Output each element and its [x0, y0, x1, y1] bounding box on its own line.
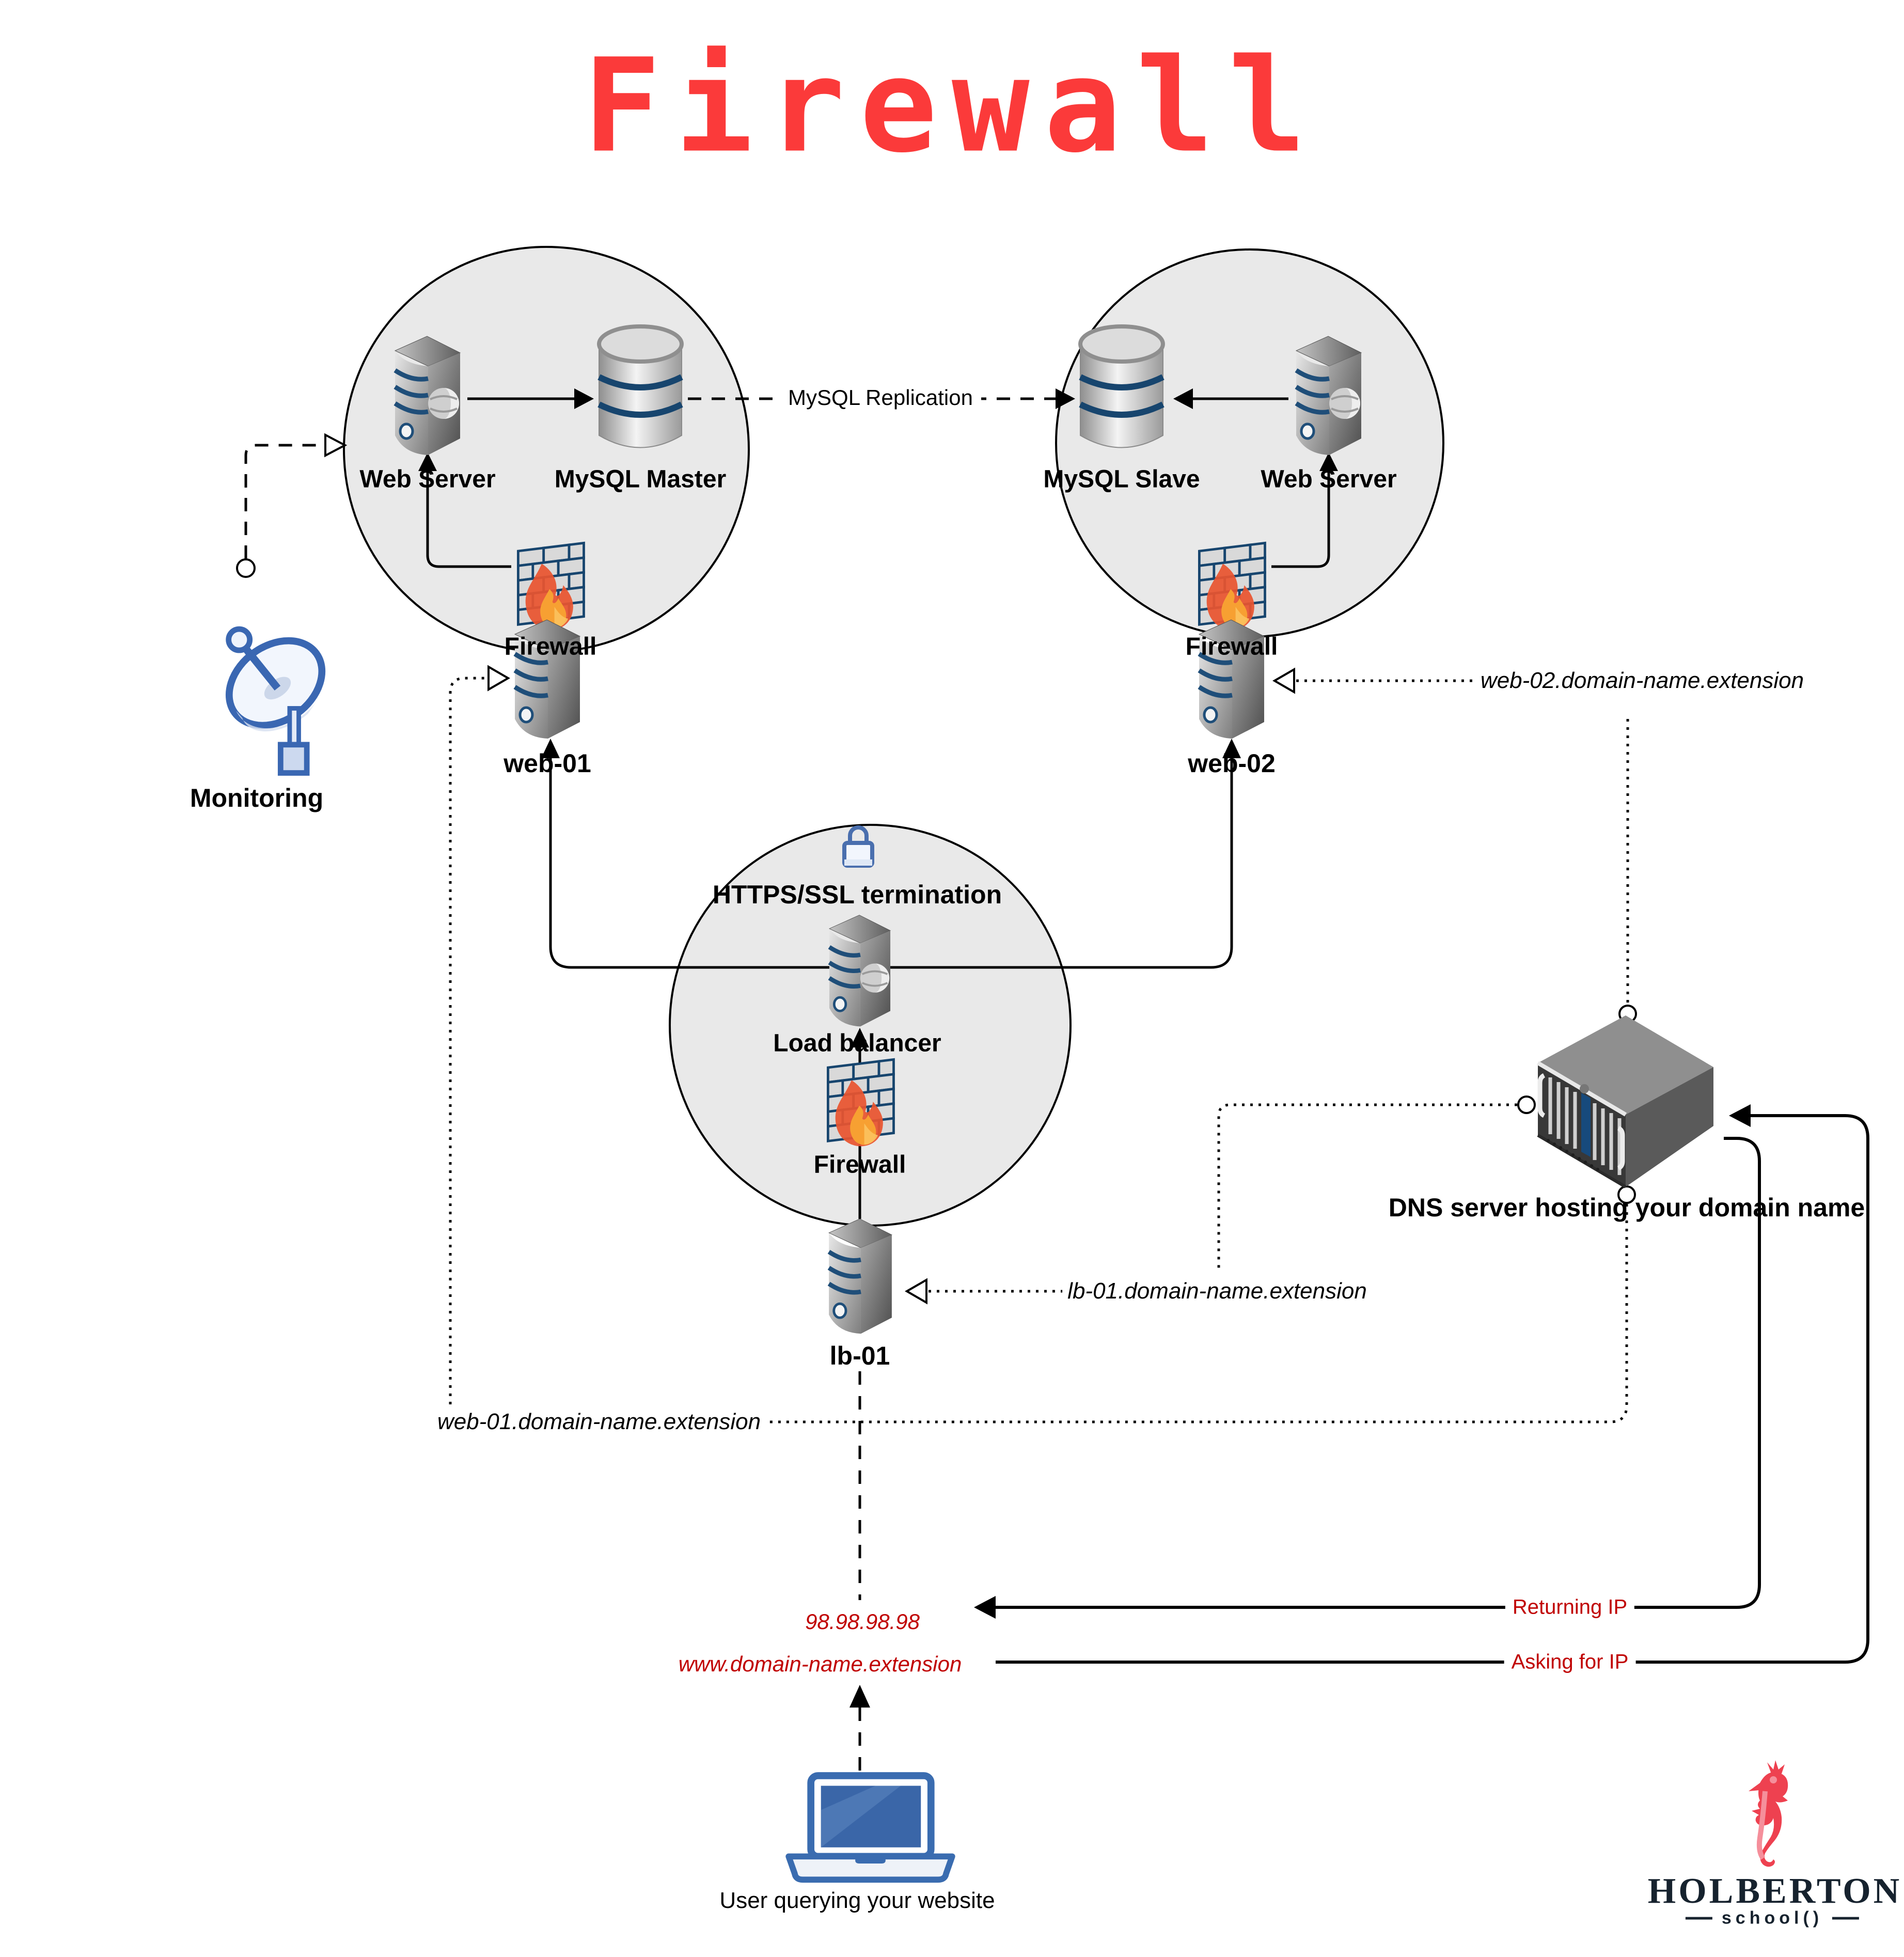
dns-rack-server-icon [1538, 1015, 1713, 1187]
mysql-master-label: MySQL Master [554, 465, 727, 493]
web2-web-server-label: Web Server [1261, 465, 1397, 493]
load-balancer-server-icon [829, 915, 890, 1027]
asking-ip-label: Asking for IP [1504, 1649, 1636, 1675]
resolved-ip-label: 98.98.98.98 [801, 1609, 924, 1634]
lb01-host-label: lb-01 [829, 1341, 890, 1370]
user-caption: User querying your website [719, 1888, 995, 1913]
load-balancer-label: Load balancer [773, 1029, 941, 1057]
web02-host-label: web-02 [1188, 749, 1276, 778]
holberton-logo-sub: school() [1685, 1908, 1860, 1929]
monitoring-label: Monitoring [190, 784, 324, 812]
link-lb-to-web01 [541, 739, 832, 969]
web1-firewall-label: Firewall [504, 633, 597, 661]
firewall-icon-right [1199, 543, 1265, 630]
link-returning-ip [974, 1137, 1761, 1619]
link-record-web01 [449, 665, 1636, 1423]
link-record-web02 [1272, 667, 1637, 1023]
dns-server-label: DNS server hosting your domain name [1388, 1193, 1865, 1222]
web1-web-server-label: Web Server [359, 465, 496, 493]
link-lb-to-web02 [887, 739, 1241, 969]
link-webserver-to-slave [1173, 388, 1288, 409]
firewall-icon-left [518, 543, 584, 630]
web01-host-label: web-01 [503, 749, 591, 778]
link-record-lb01 [905, 1095, 1536, 1305]
link-user-to-lb01-lower [849, 1685, 870, 1774]
mysql-slave-label: MySQL Slave [1043, 465, 1200, 493]
link-mysql-replication [688, 388, 1075, 409]
mysql-slave-database-icon [1080, 326, 1163, 448]
link-firewall1-to-webserver [418, 452, 511, 568]
web-server-icon-right [1296, 336, 1361, 455]
page-title: Firewall [583, 30, 1321, 181]
lb-firewall-label: Firewall [813, 1151, 906, 1179]
holberton-logo-sub-text: school() [1721, 1908, 1823, 1928]
mysql-master-database-icon [599, 326, 682, 448]
link-webserver-to-master [467, 388, 594, 409]
firewall-icon-middle [828, 1059, 893, 1146]
web2-firewall-label: Firewall [1185, 633, 1278, 661]
link-monitoring [236, 433, 348, 578]
user-laptop-icon [789, 1776, 952, 1880]
queried-url-label: www.domain-name.extension [674, 1652, 966, 1677]
link-asking-ip [996, 1104, 1869, 1664]
https-ssl-termination-label: HTTPS/SSL termination [712, 880, 1002, 909]
web02-record-label: web-02.domain-name.extension [1475, 668, 1809, 694]
link-firewall2-to-webserver [1271, 452, 1338, 568]
mysql-replication-label: MySQL Replication [780, 384, 981, 411]
web-server-icon-left [395, 336, 460, 455]
monitoring-dish-icon [213, 623, 338, 773]
logo-rule-right [1832, 1917, 1860, 1920]
holberton-logo-name: HOLBERTON [1647, 1871, 1902, 1911]
logo-rule-left [1685, 1917, 1712, 1920]
holberton-seahorse-icon [1749, 1760, 1788, 1867]
returning-ip-label: Returning IP [1505, 1594, 1635, 1620]
web01-record-label: web-01.domain-name.extension [432, 1409, 766, 1435]
lb01-record-label: lb-01.domain-name.extension [1062, 1278, 1372, 1304]
lb01-server-icon [829, 1219, 892, 1334]
